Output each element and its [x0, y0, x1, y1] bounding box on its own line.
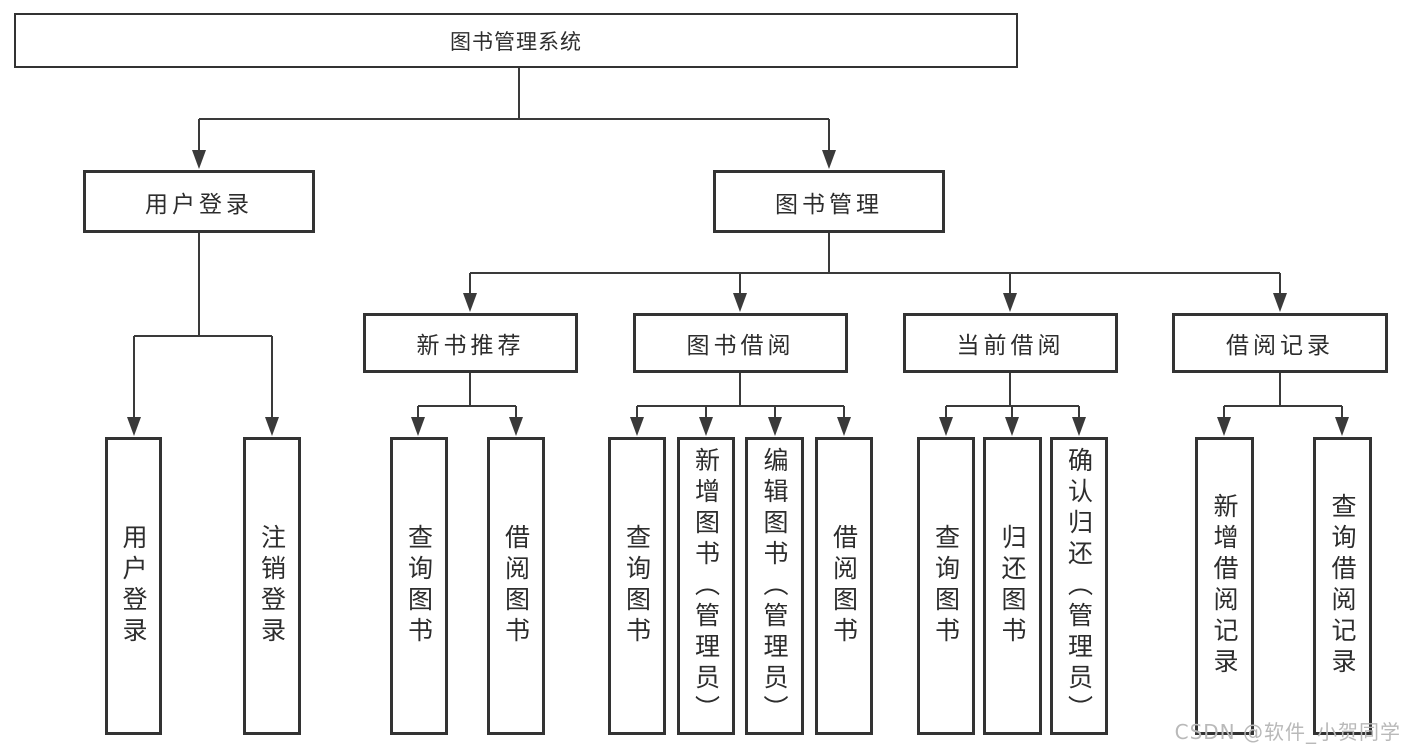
leaf-label: 编辑图书（管理员）	[760, 446, 789, 726]
leaf-label: 查询图书	[622, 524, 652, 648]
leaf-label: 新增图书（管理员）	[691, 446, 721, 726]
csdn-watermark: CSDN @软件_小贺同学	[1174, 720, 1401, 744]
arrowhead	[509, 417, 523, 436]
leaf-label: 确认归还（管理员）	[1064, 446, 1094, 726]
leaf-query-books-borrow: 查询图书	[608, 437, 666, 735]
leaf-label: 归还图书	[998, 524, 1027, 648]
leaf-label: 查询图书	[931, 524, 961, 648]
arrowhead	[463, 293, 477, 312]
arrowhead	[733, 293, 747, 312]
arrowhead	[127, 417, 141, 436]
node-user-login: 用户登录	[83, 170, 315, 233]
node-library-system: 图书管理系统	[14, 13, 1018, 68]
arrowhead	[265, 417, 279, 436]
leaf-confirm-return-admin: 确认归还（管理员）	[1050, 437, 1108, 735]
node-current-borrow: 当前借阅	[903, 313, 1118, 373]
arrowhead	[837, 417, 851, 436]
arrowhead	[1273, 293, 1287, 312]
arrowhead	[1217, 417, 1231, 436]
arrowhead	[192, 150, 206, 169]
node-borrow-records: 借阅记录	[1172, 313, 1388, 373]
arrowhead	[411, 417, 425, 436]
leaf-query-borrow-record: 查询借阅记录	[1313, 437, 1372, 735]
arrowhead	[768, 417, 782, 436]
arrowhead	[1072, 417, 1086, 436]
node-book-management: 图书管理	[713, 170, 945, 233]
leaf-return-books: 归还图书	[983, 437, 1042, 735]
leaf-logout: 注销登录	[243, 437, 301, 735]
arrowhead	[699, 417, 713, 436]
node-new-book-recommend: 新书推荐	[363, 313, 578, 373]
leaf-user-login: 用户登录	[105, 437, 162, 735]
leaf-label: 新增借阅记录	[1210, 493, 1239, 679]
leaf-label: 借阅图书	[501, 524, 531, 648]
leaf-label: 查询借阅记录	[1328, 493, 1357, 679]
node-book-borrow: 图书借阅	[633, 313, 848, 373]
leaf-add-book-admin: 新增图书（管理员）	[677, 437, 735, 735]
leaf-add-borrow-record: 新增借阅记录	[1195, 437, 1254, 735]
leaf-edit-book-admin: 编辑图书（管理员）	[745, 437, 804, 735]
leaf-label: 用户登录	[119, 524, 148, 648]
leaf-label: 借阅图书	[829, 524, 859, 648]
arrowhead	[1335, 417, 1349, 436]
leaf-query-books-current: 查询图书	[917, 437, 975, 735]
arrowhead	[630, 417, 644, 436]
arrowhead	[1003, 293, 1017, 312]
leaf-query-books-recommend: 查询图书	[390, 437, 448, 735]
leaf-borrow-books: 借阅图书	[815, 437, 873, 735]
leaf-borrow-books-recommend: 借阅图书	[487, 437, 545, 735]
leaf-label: 注销登录	[257, 524, 287, 648]
arrowhead	[939, 417, 953, 436]
leaf-label: 查询图书	[404, 524, 434, 648]
arrowhead	[822, 150, 836, 169]
arrowhead	[1005, 417, 1019, 436]
